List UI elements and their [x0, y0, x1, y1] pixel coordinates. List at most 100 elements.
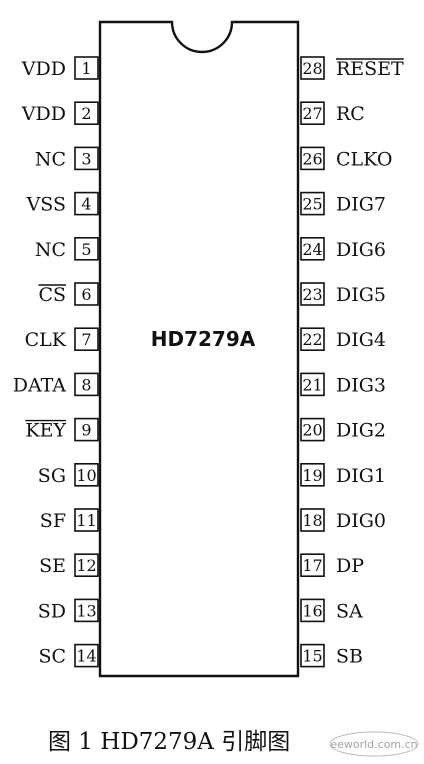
pin-box [300, 643, 325, 668]
watermark-text: eeworld.com.cn [330, 738, 417, 751]
pin-box [74, 508, 99, 532]
pin-label: DIG4 [336, 329, 386, 351]
pin-box [300, 417, 325, 442]
pin-box [74, 553, 99, 578]
pin-label: DP [336, 555, 364, 577]
pin-box [300, 146, 325, 171]
pin-box [74, 372, 99, 397]
pin-box [74, 146, 99, 171]
pin-label: NC [35, 239, 66, 261]
pin-box [74, 598, 99, 623]
pin-label: KEY [25, 420, 66, 442]
pin-number: 19 [302, 466, 322, 485]
pin-number: 1 [81, 59, 91, 78]
pin-number: 15 [302, 647, 322, 666]
pin-number: 26 [302, 149, 322, 168]
pin-label: CLKO [336, 148, 392, 170]
pin-number: 13 [76, 601, 96, 620]
left-pin-group: 1VDD2VDD3NC4VSS5NC6CS7CLK8DATA9KEY10SG11… [13, 56, 99, 668]
pin-number: 4 [81, 195, 91, 214]
pin-label: SC [38, 646, 66, 668]
pin-box [74, 327, 99, 352]
pin-number: 6 [81, 285, 91, 304]
pin-number: 3 [81, 149, 91, 168]
pin-box [300, 101, 325, 125]
pin-number: 27 [302, 104, 322, 123]
pin-number: 23 [302, 285, 322, 304]
pin-box [300, 508, 325, 532]
pin-number: 16 [302, 601, 322, 620]
pin-number: 14 [76, 647, 96, 666]
pin-16: 16 SA [300, 598, 363, 623]
pin-26: 26 CLKO [300, 146, 392, 171]
pin-box [74, 237, 99, 261]
pin-label: SA [336, 600, 363, 622]
pin-21: 21 DIG3 [300, 372, 386, 396]
pin-label: SF [40, 510, 66, 532]
figure-caption: 图 1 HD7279A 引脚图 [48, 729, 290, 755]
pin-number: 28 [302, 59, 322, 78]
pin-17: 17 DP [300, 553, 364, 578]
pin-number: 10 [76, 466, 96, 485]
pin-12: 12 SE [39, 553, 99, 578]
pin-14: 14 SC [38, 643, 99, 668]
pin-5: 5 NC [35, 237, 99, 261]
pin-number: 25 [302, 195, 322, 214]
pin-label: DIG7 [336, 194, 386, 216]
pin-number: 5 [81, 240, 91, 259]
pin-label: CLK [25, 329, 67, 351]
pin-label: DIG6 [336, 239, 386, 261]
pin-11: 11 SF [40, 508, 99, 532]
pin-label: SG [38, 465, 66, 487]
pin-27: 27 RC [300, 101, 365, 125]
pin-label: RC [336, 103, 365, 125]
pin-4: 4 VSS [26, 191, 99, 216]
pin-box [74, 462, 99, 487]
pin-label: SE [39, 555, 66, 577]
chip-name: HD7279A [151, 327, 256, 351]
pin-box [74, 417, 99, 442]
pin-label: VDD [21, 58, 66, 80]
pin-number: 11 [76, 511, 96, 530]
chip-body [98, 20, 300, 678]
pin-label: SB [336, 646, 363, 668]
pin-9: 9 KEY [25, 417, 99, 442]
pin-box [300, 462, 325, 487]
pin-number: 17 [302, 556, 322, 575]
pin-label: RESET [336, 58, 404, 80]
pin-24: 24 DIG6 [300, 237, 386, 261]
pin-6: 6 CS [38, 282, 99, 306]
pin-box [300, 191, 325, 216]
pin-box [74, 56, 99, 80]
pin-box [74, 643, 99, 668]
pin-1: 1 VDD [21, 56, 99, 80]
pin-label: DIG0 [336, 510, 386, 532]
pin-number: 2 [81, 104, 91, 123]
pin-label: VSS [26, 194, 66, 216]
pin-number: 7 [81, 330, 91, 349]
pin-number: 24 [302, 240, 322, 259]
pin-number: 20 [302, 421, 322, 440]
pin-label: DIG3 [336, 374, 386, 396]
pin-box [300, 553, 325, 578]
pin-10: 10 SG [38, 462, 99, 487]
pin-box [300, 237, 325, 261]
pin-label: CS [38, 284, 66, 306]
pin-box [300, 598, 325, 623]
pin-number: 21 [302, 375, 322, 394]
pin-box [74, 191, 99, 216]
pin-number: 9 [81, 421, 91, 440]
pin-25: 25 DIG7 [300, 191, 386, 216]
pin-3: 3NC [35, 146, 99, 171]
pin-number: 12 [76, 556, 96, 575]
pin-7: 7 CLK [25, 327, 99, 352]
